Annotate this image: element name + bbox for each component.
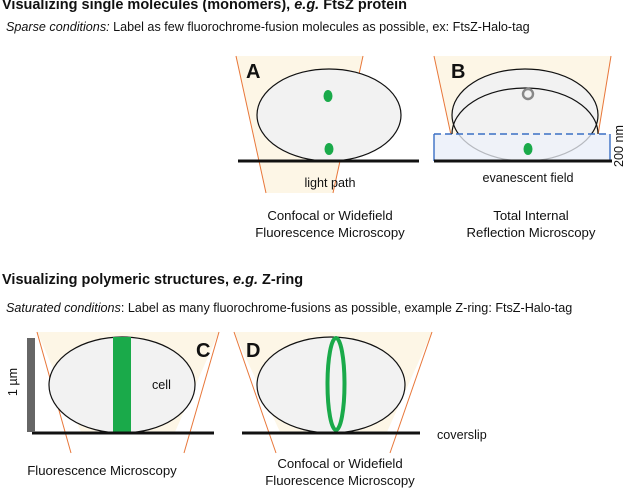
panel-d-z-ring bbox=[325, 336, 347, 432]
section1-heading-text: Visualizing single molecules (monomers), bbox=[2, 0, 295, 13]
panel-a-letter: A bbox=[246, 61, 260, 83]
panel-b-caption-line2: Reflection Microscopy bbox=[466, 225, 596, 240]
section2-heading-text: Visualizing polymeric structures, bbox=[2, 272, 234, 288]
panel-d-coverslip-label: coverslip bbox=[437, 428, 487, 442]
panel-c-caption: Fluorescence Microscopy bbox=[22, 462, 182, 479]
panel-c-cell-label: cell bbox=[152, 378, 171, 392]
panel-b-cell-outline-upper bbox=[451, 87, 599, 135]
panel-b-evanescent-overlay bbox=[434, 134, 610, 162]
section1-heading: Visualizing single molecules (monomers),… bbox=[2, 0, 407, 13]
panel-c-caption-line1: Fluorescence Microscopy bbox=[27, 463, 177, 478]
section1-heading-eg: e.g. bbox=[294, 0, 320, 13]
panel-c-letter: C bbox=[196, 340, 210, 362]
panel-b-fluorophore-lit bbox=[523, 143, 533, 155]
section2-condition: Saturated conditions bbox=[6, 301, 121, 315]
panel-c-scale-label: 1 µm bbox=[6, 368, 20, 396]
panel-d: D coverslip bbox=[233, 331, 487, 454]
panel-c-scale-bar bbox=[27, 338, 35, 432]
panel-b-light-edge-right bbox=[597, 55, 612, 136]
section1-subheading: Sparse conditions: Label as few fluoroch… bbox=[6, 20, 530, 34]
panel-a: A light path bbox=[235, 55, 419, 194]
section2-description: : Label as many fluorochrome-fusions as … bbox=[120, 301, 573, 315]
panel-a-fluorophore-bottom bbox=[324, 143, 334, 155]
section2-heading-eg: e.g. bbox=[233, 272, 258, 288]
panel-b: B evanescent field 200 nm bbox=[433, 55, 625, 185]
section1-condition: Sparse conditions: bbox=[6, 20, 110, 34]
panel-b-fluorophore-dark bbox=[521, 87, 535, 101]
panel-a-caption-line1: Confocal or Widefield bbox=[267, 208, 393, 223]
panel-a-caption: Confocal or Widefield Fluorescence Micro… bbox=[255, 207, 405, 241]
panel-b-light-edge-left bbox=[433, 55, 452, 136]
panel-b-caption-line1: Total Internal bbox=[493, 208, 569, 223]
panel-b-caption: Total Internal Reflection Microscopy bbox=[456, 207, 606, 241]
panel-d-caption-line2: Fluorescence Microscopy bbox=[265, 473, 415, 488]
panel-d-caption: Confocal or Widefield Fluorescence Micro… bbox=[265, 455, 415, 489]
panel-a-light-edge-left bbox=[235, 55, 267, 194]
panel-a-fluorophore-top bbox=[323, 90, 333, 102]
section2-subheading: Saturated conditions: Label as many fluo… bbox=[6, 301, 572, 315]
section2-heading-topic: Z-ring bbox=[258, 272, 304, 288]
section1-description: Label as few fluorochrome-fusion molecul… bbox=[109, 20, 530, 34]
panel-b-depth-label: 200 nm bbox=[612, 125, 625, 167]
panel-b-letter: B bbox=[451, 61, 465, 83]
panel-a-light-path-label: light path bbox=[304, 176, 355, 190]
panel-a-caption-line2: Fluorescence Microscopy bbox=[255, 225, 405, 240]
section2-heading: Visualizing polymeric structures, e.g. Z… bbox=[2, 272, 303, 288]
panel-c: 1 µm C cell bbox=[6, 331, 220, 454]
section1-heading-topic: FtsZ protein bbox=[319, 0, 408, 13]
panel-d-caption-line1: Confocal or Widefield bbox=[277, 456, 403, 471]
panel-b-field-label: evanescent field bbox=[482, 171, 573, 185]
panel-d-letter: D bbox=[246, 340, 260, 362]
panel-c-z-ring-band bbox=[113, 337, 131, 432]
